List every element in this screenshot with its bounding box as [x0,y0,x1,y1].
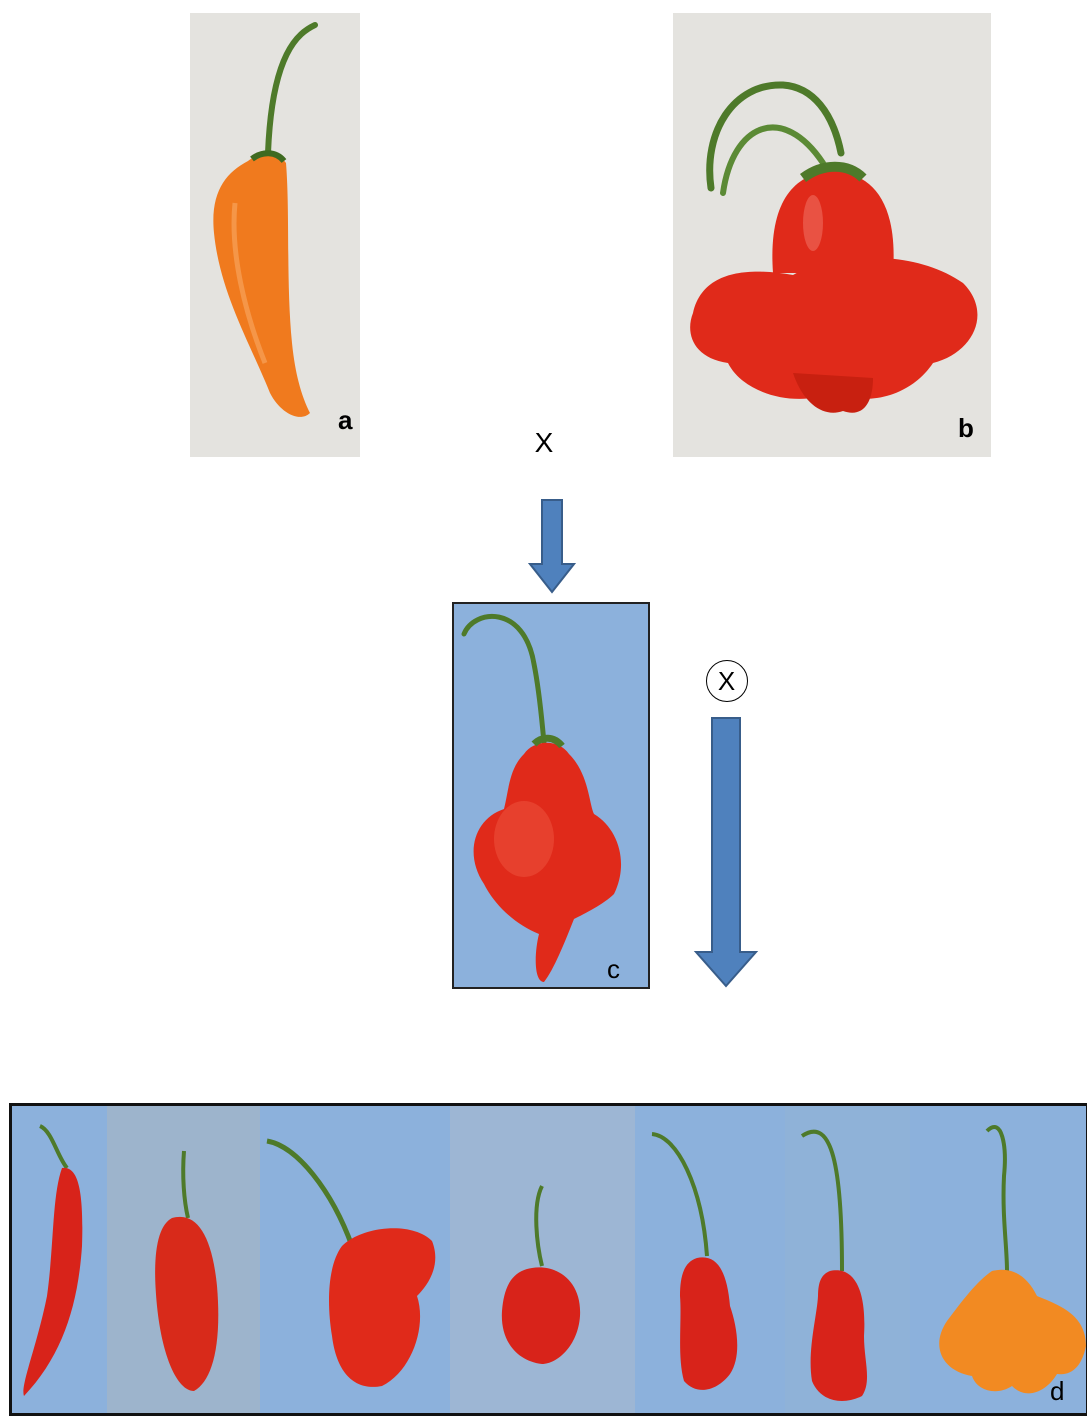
cross-arrow-icon [528,498,576,594]
selfing-symbol-text: X [707,667,746,695]
panel-b-label: b [958,413,974,444]
panel-d-photo: d [9,1103,1087,1416]
panel-c-photo: c [452,602,650,989]
panel-a-label: a [338,405,352,436]
panel-a-photo: a [190,13,360,457]
cross-symbol: X [524,427,564,459]
selfing-arrow-icon [693,716,759,988]
panel-c-label: c [607,954,620,985]
panel-d-label: d [1050,1376,1064,1407]
panel-b-photo: b [673,13,991,457]
selfing-symbol: X [706,660,748,702]
